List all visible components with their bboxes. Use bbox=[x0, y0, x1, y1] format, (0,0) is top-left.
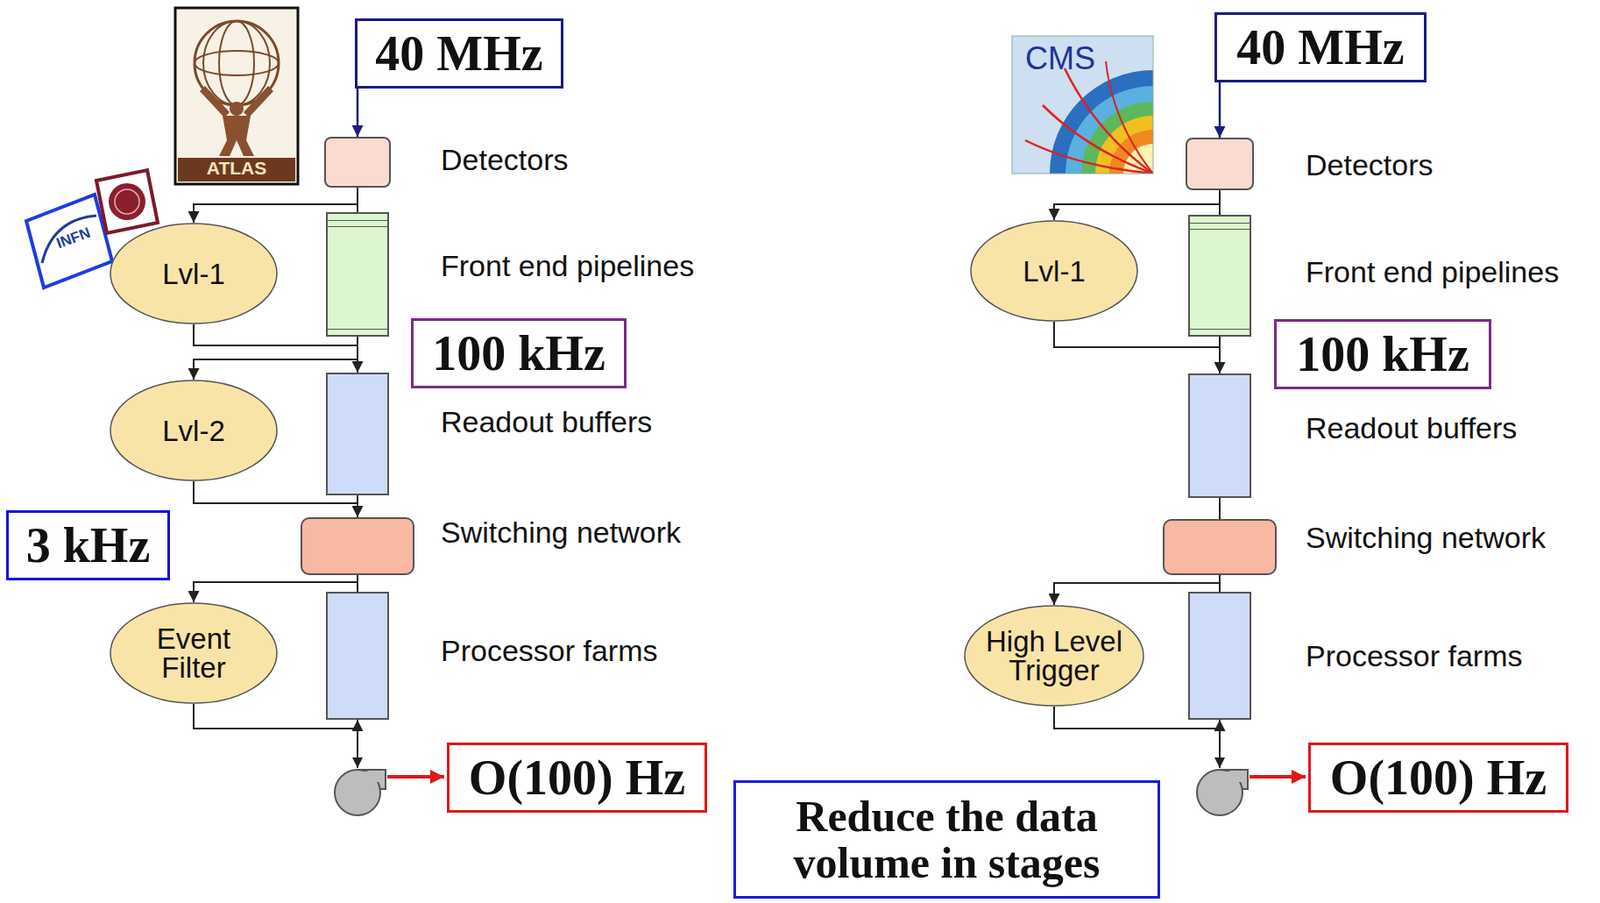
stage-label: Switching network bbox=[440, 515, 681, 550]
stage-label: Readout buffers bbox=[1305, 410, 1517, 446]
rate-label: 40 MHz bbox=[375, 25, 543, 82]
stage-block: Switching network bbox=[1162, 518, 1277, 575]
label-box: INFN bbox=[37, 218, 110, 259]
flow-connector bbox=[356, 88, 360, 137]
pipeline-stage-line bbox=[1189, 228, 1250, 230]
infn-logo bbox=[26, 194, 113, 288]
rate-label: O(100) Hz bbox=[1330, 749, 1547, 806]
note-box: Reduce the data volume in stages bbox=[733, 779, 1161, 899]
stage-shape bbox=[325, 591, 390, 720]
rate-box: O(100) Hz bbox=[446, 742, 708, 813]
stage-label: Readout buffers bbox=[440, 404, 652, 439]
stage-shape bbox=[325, 212, 390, 337]
label-box: CMS bbox=[1016, 40, 1105, 78]
stage-label: Processor farms bbox=[440, 633, 659, 668]
pipeline-stage-line bbox=[327, 226, 388, 227]
university-logo bbox=[96, 169, 158, 234]
rate-box: 3 kHz bbox=[6, 509, 170, 581]
flow-connector bbox=[1218, 497, 1221, 519]
rate-label: O(100) Hz bbox=[468, 749, 686, 806]
trigger-ellipse: Lvl-1 bbox=[109, 222, 278, 325]
trigger-ellipse: Lvl-2 bbox=[109, 379, 278, 482]
rate-label: 100 kHz bbox=[431, 325, 606, 382]
trigger-ellipse: Event Filter bbox=[109, 601, 278, 704]
stage-shape bbox=[1185, 137, 1254, 191]
stage-shape bbox=[1188, 214, 1252, 337]
stage-block: Readout buffers bbox=[1188, 373, 1252, 498]
stage-block: Processor farms bbox=[325, 591, 390, 720]
stage-label: Switching network bbox=[1305, 520, 1546, 555]
atlas-logo bbox=[175, 7, 298, 185]
pipeline-stage-line bbox=[1189, 328, 1250, 330]
label-box: ATLAS bbox=[177, 157, 296, 179]
trigger-label: Lvl-1 bbox=[1022, 256, 1086, 286]
stage-shape bbox=[324, 136, 391, 188]
trigger-label: Event Filter bbox=[144, 623, 243, 682]
stage-label: Front end pipelines bbox=[1305, 254, 1559, 290]
stage-block: Detectors bbox=[324, 136, 391, 188]
rate-box: 40 MHz bbox=[1214, 12, 1427, 83]
stage-block: Front end pipelines bbox=[325, 212, 390, 337]
rate-box: 40 MHz bbox=[354, 18, 564, 89]
trigger-label: High Level Trigger bbox=[982, 626, 1127, 685]
rate-box: 100 kHz bbox=[1274, 318, 1492, 390]
trigger-ellipse: Lvl-1 bbox=[969, 219, 1139, 322]
stage-label: Processor farms bbox=[1305, 638, 1523, 673]
note-text: Reduce the data volume in stages bbox=[751, 792, 1142, 885]
trigger-ellipse: High Level Trigger bbox=[963, 604, 1145, 707]
stage-label: Detectors bbox=[440, 142, 569, 177]
trigger-label: Lvl-2 bbox=[162, 416, 226, 446]
pipeline-stage-line bbox=[1189, 222, 1250, 224]
output-pump bbox=[334, 719, 445, 815]
flow-connector bbox=[1218, 82, 1222, 138]
pipeline-stage-line bbox=[327, 328, 388, 330]
stage-block: Readout buffers bbox=[325, 372, 390, 496]
trigger-label: Lvl-1 bbox=[162, 259, 226, 289]
rate-label: 100 kHz bbox=[1295, 325, 1470, 383]
rate-box: 100 kHz bbox=[410, 318, 627, 389]
logo-text: CMS bbox=[1025, 40, 1096, 77]
stage-shape bbox=[300, 516, 415, 575]
stage-shape bbox=[325, 372, 390, 496]
logo-text: ATLAS bbox=[206, 157, 267, 178]
rate-label: 40 MHz bbox=[1236, 19, 1404, 76]
rate-label: 3 kHz bbox=[26, 516, 151, 574]
stage-label: Front end pipelines bbox=[440, 248, 694, 284]
stage-block: Processor farms bbox=[1188, 591, 1252, 720]
stage-shape bbox=[1162, 518, 1277, 575]
stage-shape bbox=[1188, 591, 1252, 720]
stage-shape bbox=[1188, 373, 1252, 498]
stage-block: Front end pipelines bbox=[1188, 214, 1252, 337]
stage-block: Detectors bbox=[1185, 137, 1254, 191]
stage-label: Detectors bbox=[1305, 148, 1434, 183]
pipeline-stage-line bbox=[327, 219, 388, 221]
logo-text: INFN bbox=[54, 224, 93, 252]
output-pump bbox=[1196, 719, 1306, 815]
stage-block: Switching network bbox=[300, 516, 415, 575]
rate-box: O(100) Hz bbox=[1308, 742, 1569, 813]
